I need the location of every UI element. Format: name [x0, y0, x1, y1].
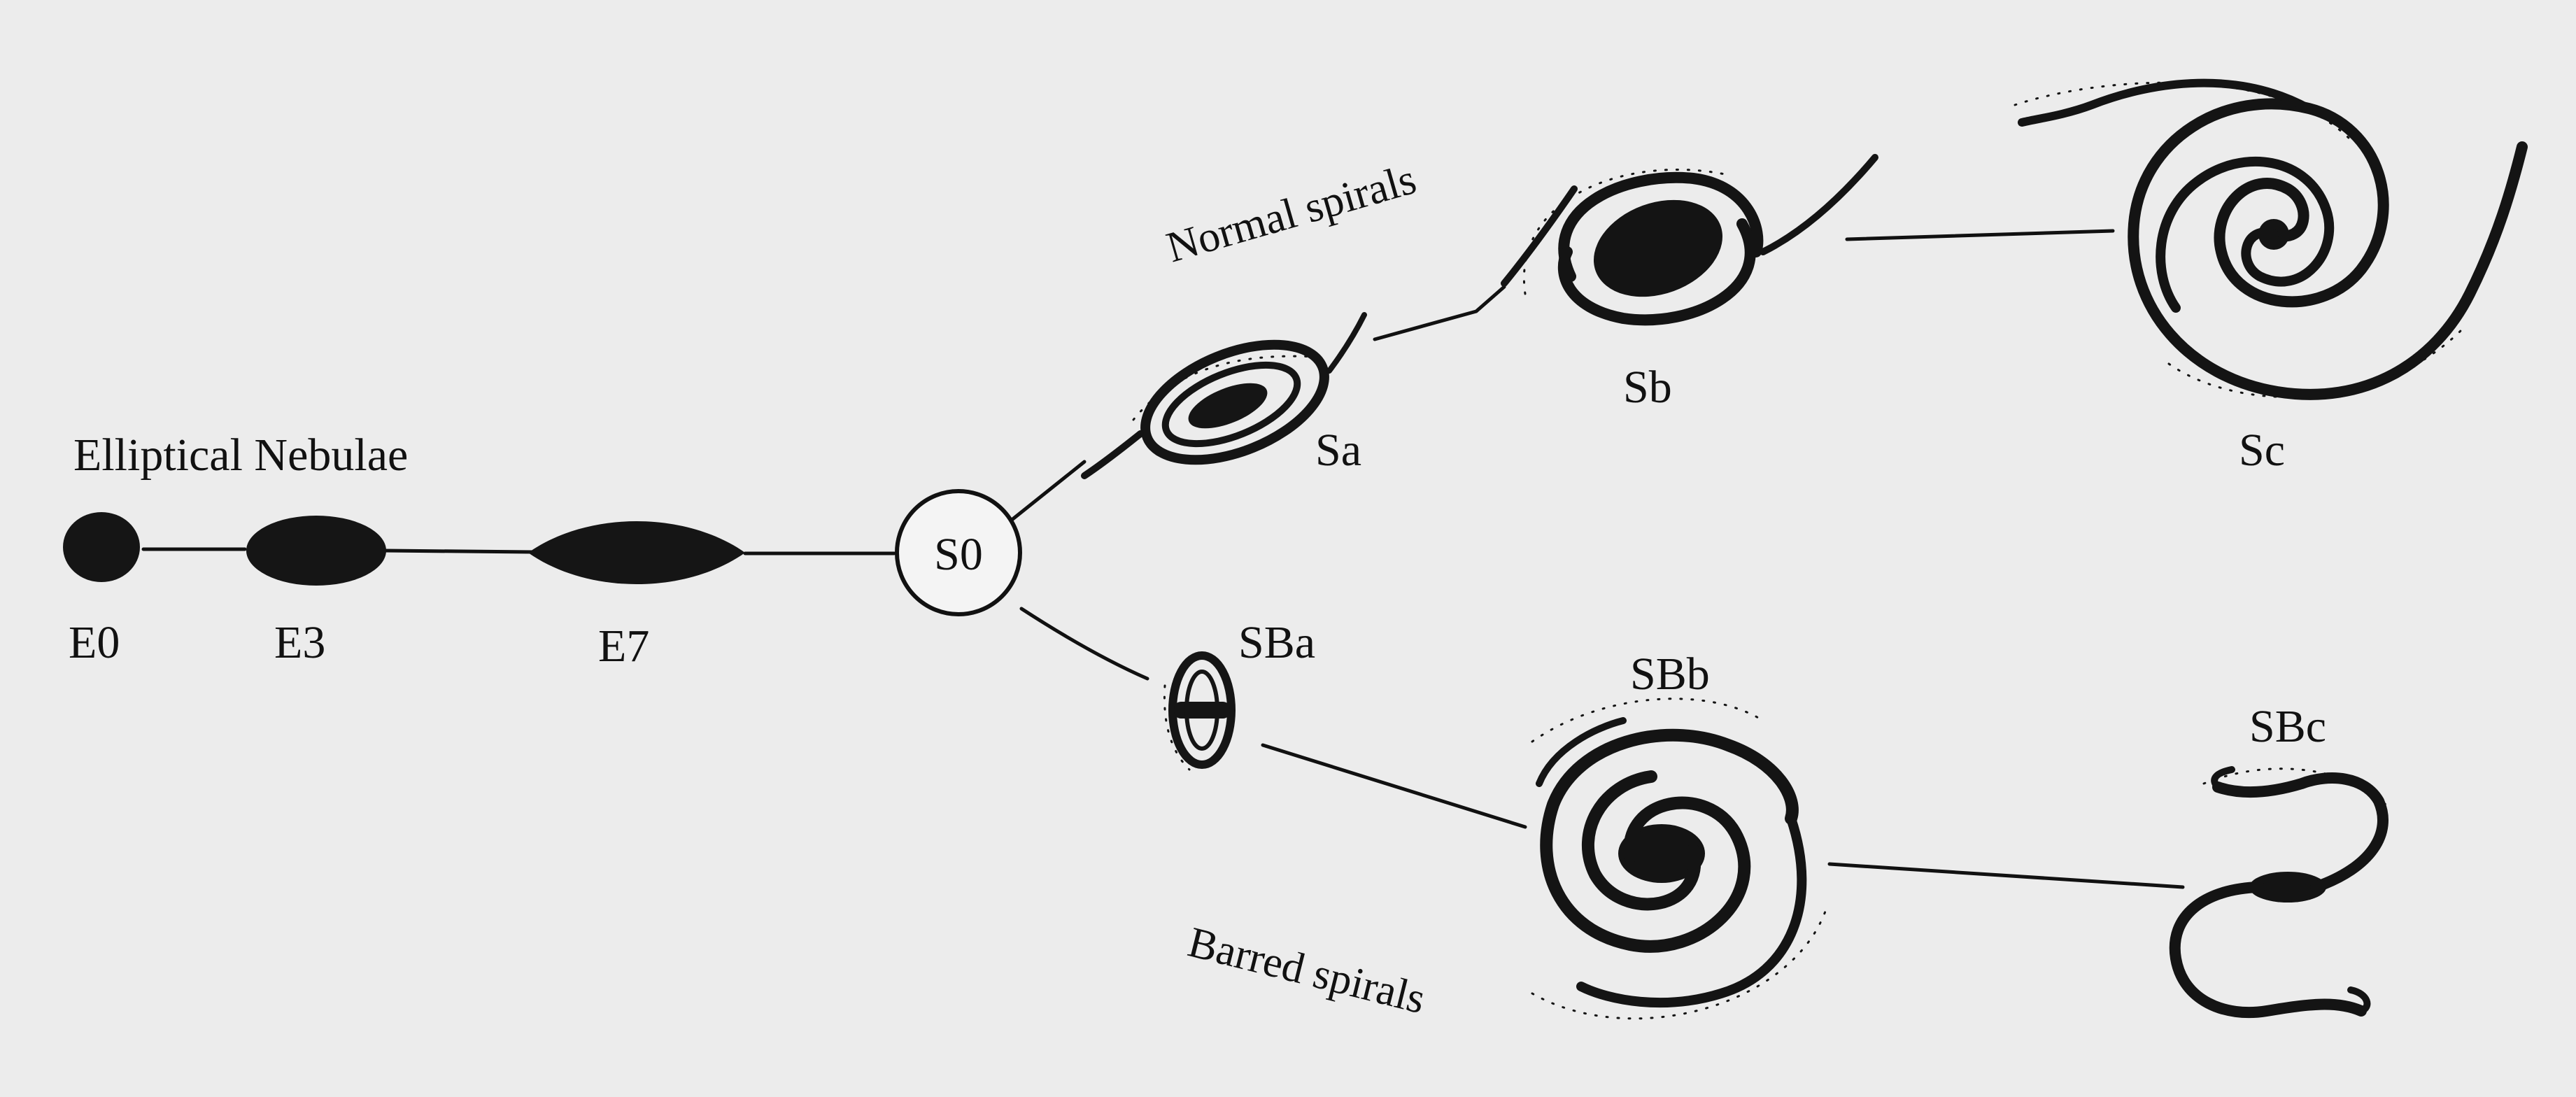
label-sa: Sa	[1315, 425, 1361, 476]
heading-elliptical-nebulae: Elliptical Nebulae	[73, 430, 408, 481]
label-s0: S0	[934, 529, 983, 580]
galaxy-e0	[63, 512, 140, 582]
label-sbc: SBc	[2249, 701, 2326, 752]
label-sb: Sb	[1623, 362, 1672, 413]
label-sba: SBa	[1238, 617, 1315, 668]
label-e7: E7	[598, 621, 649, 672]
connector-e3-e7	[385, 551, 532, 552]
label-e3: E3	[274, 617, 325, 668]
label-sc: Sc	[2239, 425, 2285, 476]
label-sbb: SBb	[1630, 649, 1710, 700]
galaxy-e3	[246, 516, 386, 586]
label-e0: E0	[69, 617, 120, 668]
